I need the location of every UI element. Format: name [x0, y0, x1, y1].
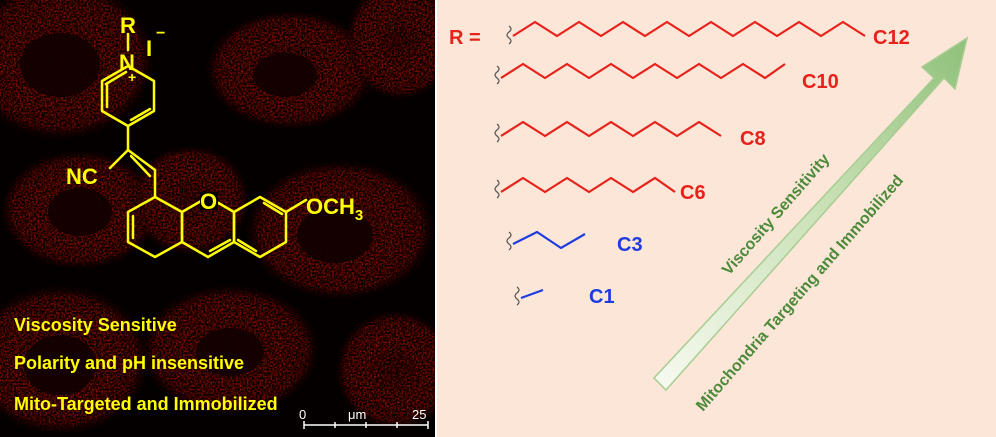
alkyl-chain-panel: R = C12 C10 C8 C6 C3 C1 Viscosity Sensit… [437, 0, 996, 437]
ring-oxygen-gap [200, 192, 218, 210]
panel-divider [435, 0, 437, 437]
cell-nuclei [20, 33, 373, 395]
chain-label-c12: C12 [873, 27, 910, 49]
note-mito-targeted: Mito-Targeted and Immobilized [14, 394, 278, 414]
chain-c10 [500, 62, 786, 80]
chain-c3 [512, 230, 586, 250]
scale-unit-label: μm [348, 407, 366, 422]
note-viscosity-sensitive: Viscosity Sensitive [14, 315, 177, 335]
chain-label-c3: C3 [617, 234, 643, 256]
r-group-label: R [120, 13, 136, 38]
chain-label-c6: C6 [680, 182, 706, 204]
arrow-label-mitochondria: Mitochondria Targeting and Immobilized [693, 172, 907, 414]
alkyl-chain-diagram: R = C12 C10 C8 C6 C3 C1 Viscosity Sensit… [449, 20, 969, 415]
scale-end-label: 25 [412, 407, 426, 422]
methoxy-label: OCH3 [306, 194, 363, 224]
scale-bar [303, 421, 429, 429]
chain-c8 [500, 120, 722, 138]
iodide-label: I [146, 36, 152, 61]
chain-label-c1: C1 [589, 286, 615, 308]
positive-charge: + [128, 69, 136, 85]
stained-cells [0, 0, 435, 435]
confocal-cells-image: R N + I − NC O OCH3 0 μm 25 [0, 0, 435, 437]
note-polarity-ph: Polarity and pH insensitive [14, 353, 245, 373]
iodide-charge: − [156, 25, 165, 42]
nitrile-label: NC [66, 164, 98, 189]
nitrogen-label: N [119, 50, 135, 75]
chain-c6 [500, 176, 676, 194]
r-equals-label: R = [449, 27, 481, 49]
trend-arrow [652, 36, 969, 392]
confocal-image-panel: R N + I − NC O OCH3 0 μm 25 Viscosity Se… [0, 0, 435, 437]
chain-c1 [520, 288, 544, 300]
attachment-squiggles [494, 25, 520, 306]
chain-c12 [512, 20, 866, 38]
oxygen-label: O [200, 189, 217, 214]
chain-label-c8: C8 [740, 128, 766, 150]
chain-label-c10: C10 [802, 71, 839, 93]
scale-start-label: 0 [299, 407, 306, 422]
